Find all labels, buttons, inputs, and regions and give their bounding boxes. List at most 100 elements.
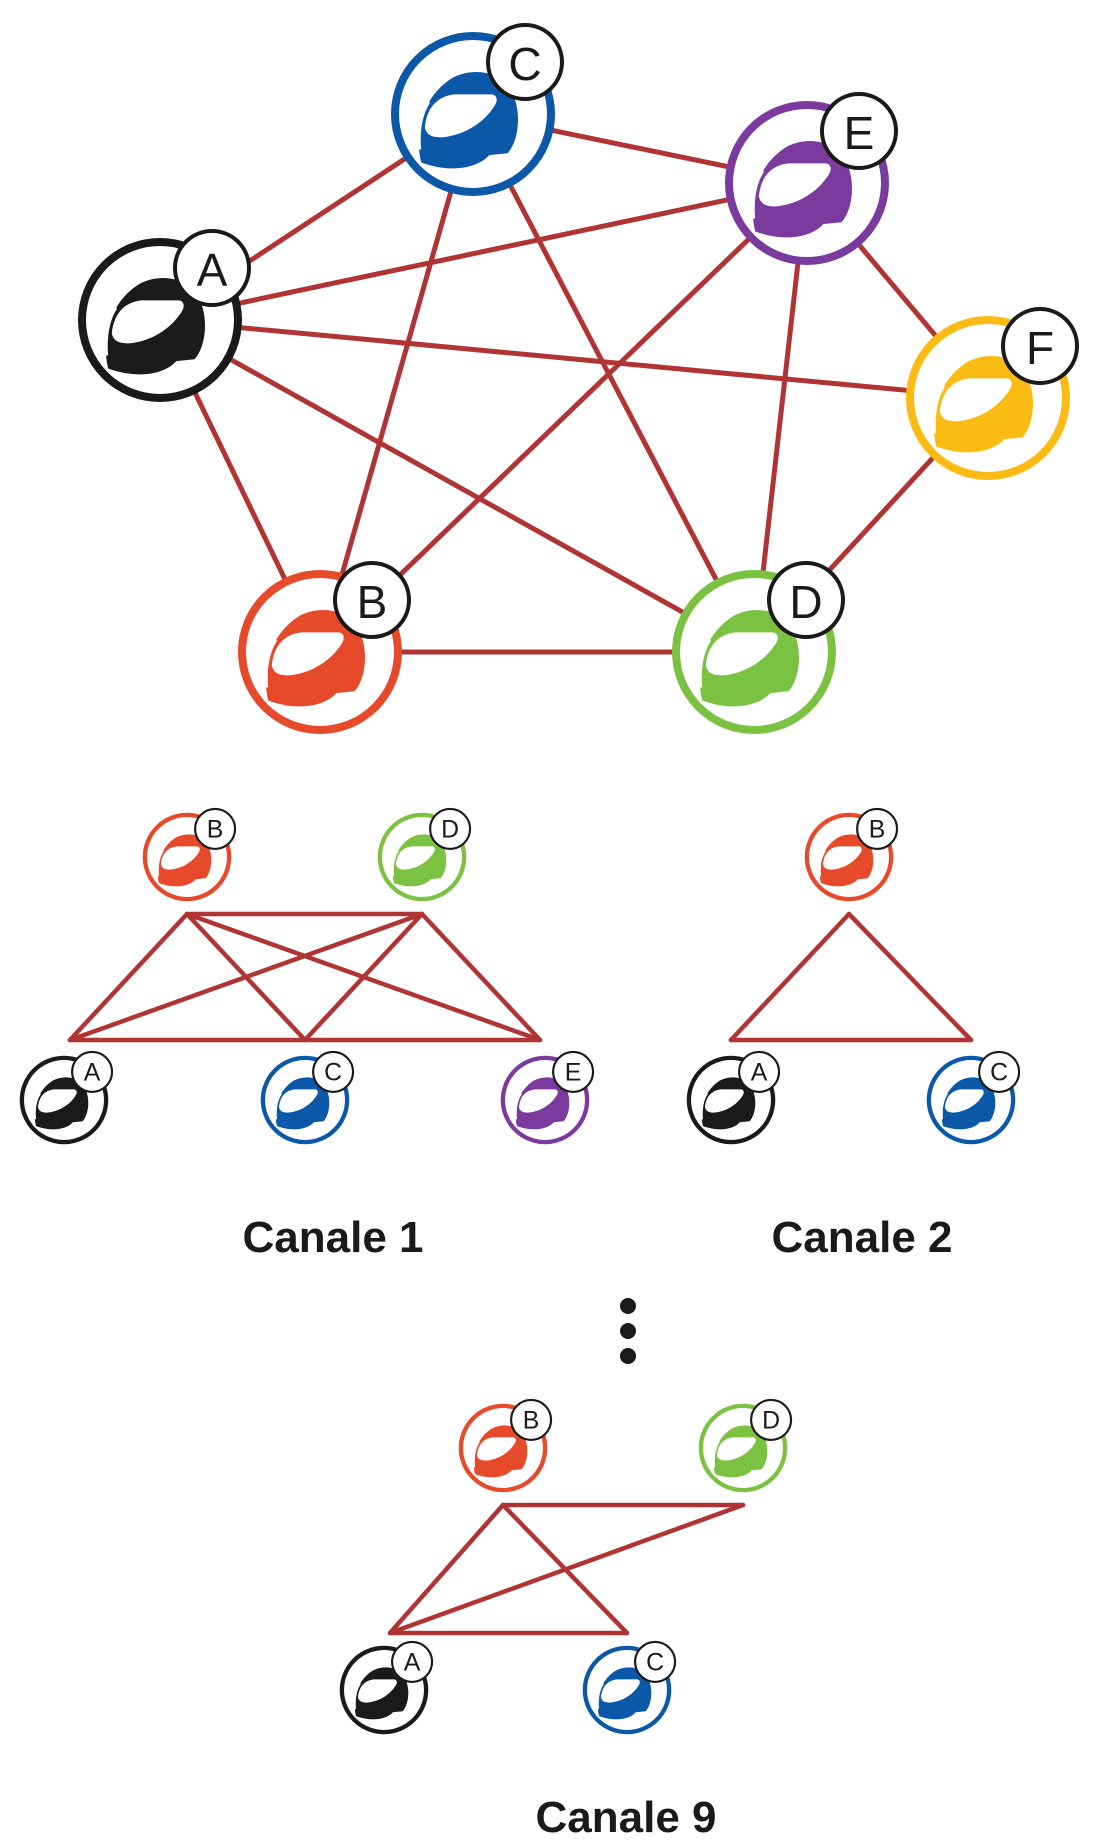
channel-9-network: B D A C: [339, 1398, 793, 1735]
rider-c-node: C: [926, 1050, 1021, 1145]
rider-badge: [767, 561, 845, 639]
rider-letter: C: [646, 1650, 664, 1677]
rider-a-node: A: [19, 1050, 114, 1145]
rider-letter: B: [357, 576, 388, 628]
ellipsis-icon: [620, 1298, 636, 1364]
rider-letter: E: [844, 107, 875, 159]
rider-letter: B: [207, 817, 224, 844]
main-network-riders: A B C D E F: [78, 23, 1079, 734]
rider-e-node: E: [725, 92, 898, 265]
helmet-icon: [417, 72, 519, 169]
link-c-d: [470, 111, 757, 655]
rider-badge: [820, 92, 898, 170]
link-d-a: [67, 911, 425, 1043]
rider-letter: F: [1026, 322, 1054, 374]
helmet-icon: [940, 1077, 996, 1130]
helmet-icon: [751, 141, 853, 238]
rider-letter: D: [762, 1408, 780, 1435]
link-c-b: [317, 111, 476, 655]
helmet-icon: [698, 610, 800, 707]
link-b-a: [387, 1502, 506, 1636]
main-network: A B C D E F: [78, 23, 1079, 734]
helmet-icon: [104, 278, 206, 375]
helmet-icon: [932, 356, 1034, 453]
helmet-icon: [596, 1667, 652, 1720]
channel-1-riders: B D A C E: [19, 807, 595, 1145]
rider-badge: [510, 1398, 553, 1441]
rider-letter: C: [508, 38, 541, 90]
link-e-b: [317, 180, 810, 655]
link-a-d: [157, 317, 757, 655]
rider-c-node: C: [260, 1050, 355, 1145]
rider-letter: A: [197, 244, 228, 296]
helmet-icon: [700, 1077, 756, 1130]
rider-a-node: A: [78, 229, 251, 402]
rider-letter: E: [565, 1060, 582, 1087]
rider-d-node: D: [377, 807, 472, 902]
helmet-icon: [156, 834, 212, 887]
rider-badge: [552, 1050, 595, 1093]
channel-2-network: B A C: [686, 807, 1021, 1145]
link-d-c: [302, 911, 425, 1043]
link-a-f: [157, 317, 991, 401]
channel-9-label: Canale 9: [536, 1793, 717, 1842]
channel-2-label: Canale 2: [772, 1213, 953, 1262]
rider-badge: [1001, 307, 1079, 385]
helmet-icon: [712, 1425, 768, 1478]
rider-badge: [978, 1050, 1021, 1093]
link-b-c: [846, 911, 974, 1043]
channel-1-links: [67, 911, 543, 1043]
rider-a-node: A: [339, 1640, 434, 1735]
link-d-e: [419, 911, 543, 1043]
rider-letter: A: [404, 1650, 421, 1677]
helmet-icon: [353, 1667, 409, 1720]
rider-badge: [312, 1050, 355, 1093]
rider-letter: C: [990, 1060, 1008, 1087]
rider-letter: B: [869, 817, 886, 844]
rider-badge: [391, 1640, 434, 1683]
rider-c-node: C: [391, 23, 564, 196]
link-a-e: [157, 180, 810, 323]
rider-badge: [738, 1050, 781, 1093]
helmet-icon: [33, 1077, 89, 1130]
helmet-icon: [264, 610, 366, 707]
rider-letter: C: [324, 1060, 342, 1087]
helmet-icon: [472, 1425, 528, 1478]
rider-badge: [429, 807, 472, 850]
rider-letter: A: [84, 1060, 101, 1087]
link-b-a: [728, 911, 852, 1043]
rider-c-node: C: [582, 1640, 677, 1735]
helmet-icon: [274, 1077, 330, 1130]
channel-9-links: [387, 1502, 746, 1636]
rider-b-node: B: [804, 807, 899, 902]
rider-badge: [173, 229, 251, 307]
rider-a-node: A: [686, 1050, 781, 1145]
link-b-a: [67, 911, 190, 1043]
rider-d-node: D: [698, 1398, 793, 1493]
channel-9-riders: B D A C: [339, 1398, 793, 1735]
rider-badge: [634, 1640, 677, 1683]
rider-f-node: F: [906, 307, 1079, 480]
rider-badge: [856, 807, 899, 850]
helmet-icon: [818, 834, 874, 887]
rider-letter: B: [523, 1408, 540, 1435]
rider-badge: [333, 561, 411, 639]
rider-d-node: D: [672, 561, 845, 734]
channel-2-links: [728, 911, 974, 1043]
channel-2-riders: B A C: [686, 807, 1021, 1145]
channel-1-network: B D A C E: [19, 807, 595, 1145]
rider-badge: [71, 1050, 114, 1093]
rider-badge: [194, 807, 237, 850]
link-d-a: [387, 1502, 746, 1636]
rider-badge: [486, 23, 564, 101]
helmet-icon: [391, 834, 447, 887]
channel-1-label: Canale 1: [243, 1213, 424, 1262]
helmet-icon: [514, 1077, 570, 1130]
rider-letter: D: [441, 817, 459, 844]
rider-b-node: B: [142, 807, 237, 902]
rider-b-node: B: [458, 1398, 553, 1493]
rider-badge: [750, 1398, 793, 1441]
rider-b-node: B: [238, 561, 411, 734]
rider-e-node: E: [500, 1050, 595, 1145]
